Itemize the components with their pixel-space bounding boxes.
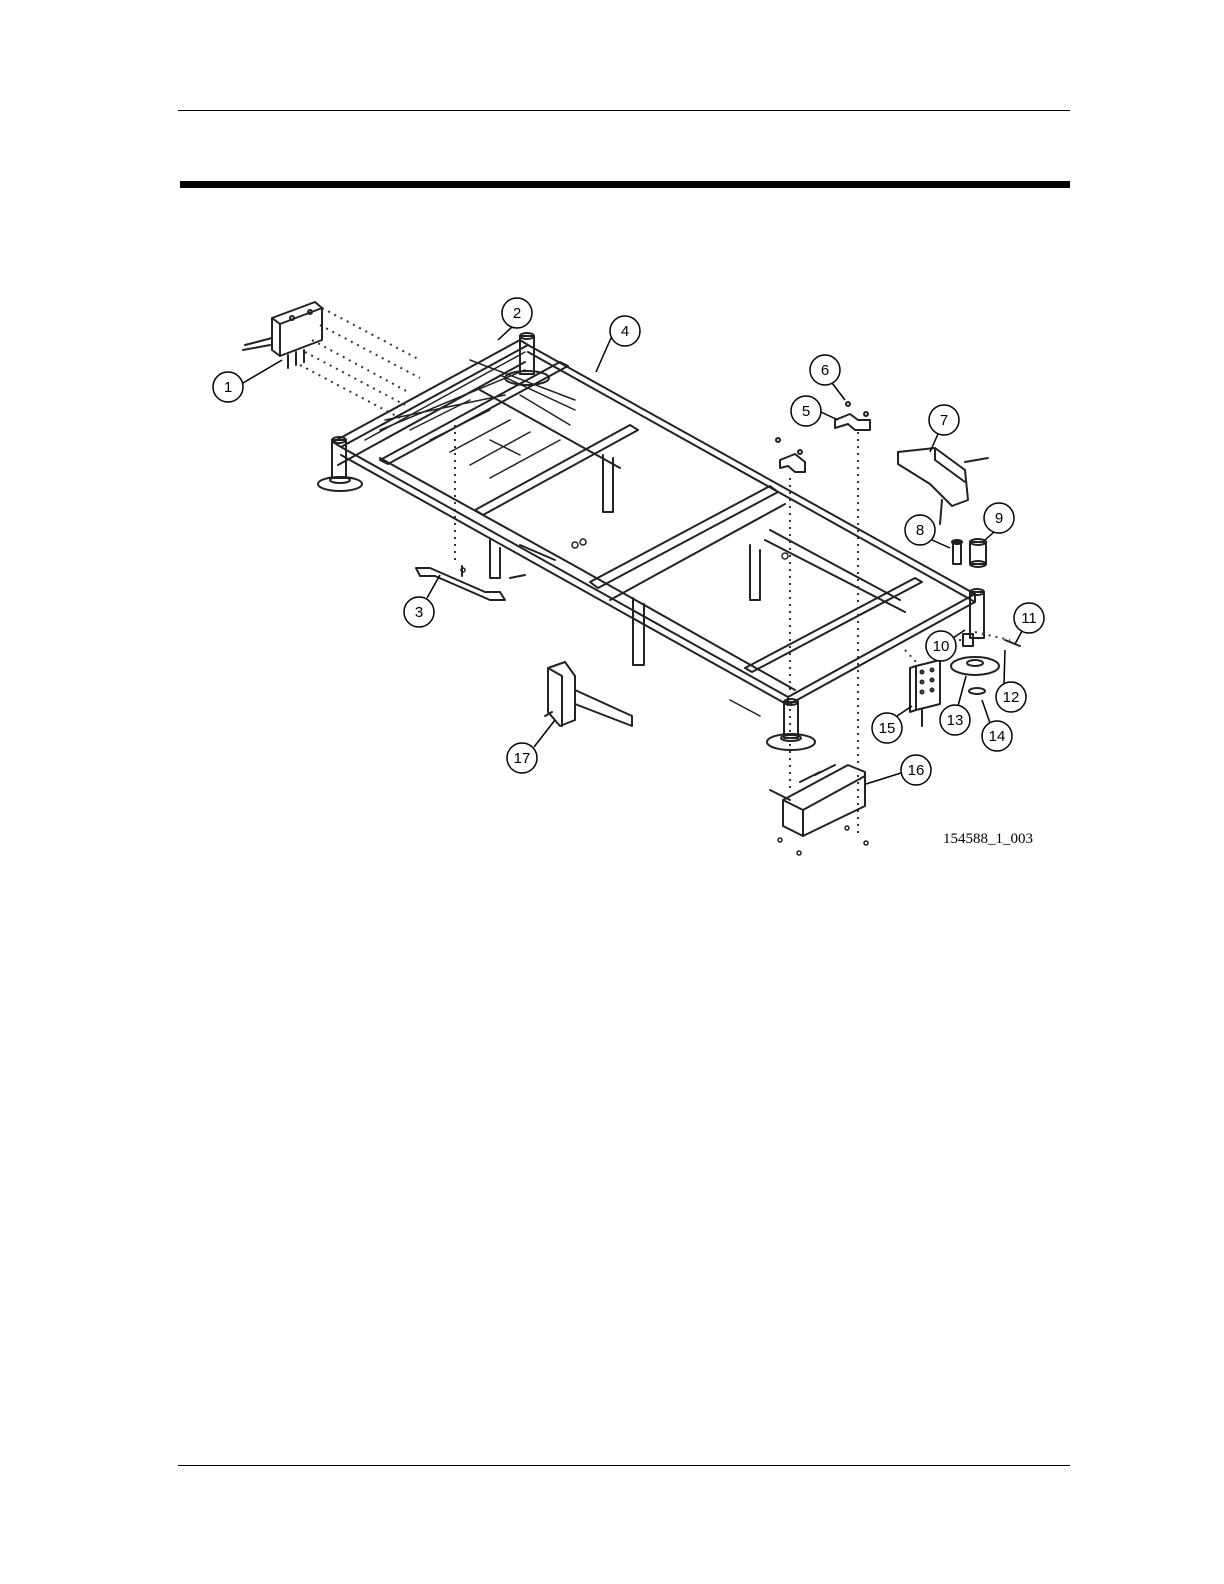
linear-actuator-part (545, 662, 632, 726)
support-bar-part (416, 566, 525, 600)
callout-16: 16 (908, 762, 925, 779)
pin-part (952, 540, 962, 564)
callout-17: 17 (514, 750, 531, 767)
figure-id-label: 154588_1_003 (943, 831, 1033, 848)
callout-5: 5 (802, 403, 810, 420)
bushing-part (970, 539, 986, 567)
callout-9: 9 (995, 510, 1003, 527)
callout-3: 3 (415, 604, 423, 621)
callout-1: 1 (224, 379, 232, 396)
callout-circles (213, 298, 1044, 785)
callout-2: 2 (513, 305, 521, 322)
callout-13: 13 (947, 712, 964, 729)
head-bracket-part (243, 302, 322, 368)
callout-7: 7 (940, 412, 948, 429)
callout-6: 6 (821, 362, 829, 379)
callout-14: 14 (989, 728, 1006, 745)
callout-4: 4 (621, 323, 629, 340)
callout-15: 15 (879, 720, 896, 737)
callout-12: 12 (1003, 689, 1020, 706)
pendant-panel-part (910, 660, 940, 726)
control-box-part (770, 765, 865, 836)
bed-frame (333, 340, 975, 705)
assembly-lines (300, 308, 1010, 838)
actuator-motor-part (898, 448, 988, 524)
callout-8: 8 (916, 522, 924, 539)
callout-10: 10 (933, 638, 950, 655)
callout-11: 11 (1021, 610, 1037, 627)
